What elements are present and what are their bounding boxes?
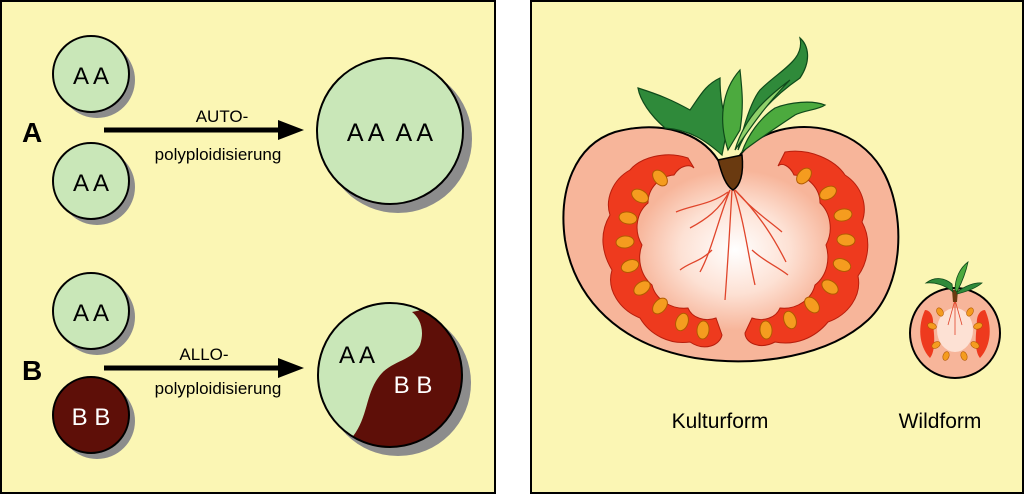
cell-a-top: A A (52, 35, 135, 118)
row-a-letter: A (22, 117, 42, 148)
wild-seeds (927, 307, 983, 361)
cell-a-top-label: A A (73, 63, 109, 90)
cell-b-top-label: A A (73, 300, 109, 327)
tomato-leaves (637, 36, 827, 157)
arrow-auto (104, 120, 304, 140)
cell-a-bottom: A A (52, 142, 135, 225)
arrow-auto-label-top: AUTO- (196, 107, 249, 126)
cell-b-bottom-label: B B (72, 404, 111, 431)
tomato-wild (909, 261, 1001, 379)
result-cell-allo-label-a: A A (339, 342, 375, 369)
tomato-veins (675, 189, 789, 301)
right-panel: Kulturform Wildform (530, 0, 1024, 494)
tomato-seeds-right (759, 167, 856, 340)
tomato-right-locule (744, 150, 869, 346)
tomato-core (635, 170, 835, 330)
tomato-cultivated (562, 36, 900, 363)
result-cell-allo: A A B B (317, 302, 471, 456)
label-wildform: Wildform (899, 410, 982, 433)
result-cell-auto-label: A A A A (347, 119, 434, 147)
arrow-allo-label-top: ALLO- (179, 345, 228, 364)
cell-a-bottom-label: A A (73, 170, 109, 197)
tomato-stem (717, 154, 744, 191)
arrow-allo-label-bottom: polyploidisierung (155, 379, 282, 398)
cell-b-bottom: B B (52, 376, 135, 459)
result-cell-allo-label-b: B B (394, 372, 433, 399)
row-b-letter: B (22, 355, 42, 386)
wild-leaves (924, 261, 983, 295)
label-kulturform: Kulturform (672, 410, 769, 433)
tomato-seeds-left (615, 169, 710, 340)
left-panel: A A A A A AUTO- polyploidisierung A A (0, 0, 496, 494)
result-cell-auto: A A A A (316, 57, 472, 213)
cell-b-top: A A (52, 272, 135, 355)
arrow-auto-label-bottom: polyploidisierung (155, 145, 282, 164)
arrow-allo (104, 358, 304, 378)
row-a: A A A A A AUTO- polyploidisierung A A (22, 35, 472, 225)
tomato-left-locule (602, 154, 723, 348)
row-b: B A A B B ALLO- polyploidisierung (22, 272, 471, 459)
